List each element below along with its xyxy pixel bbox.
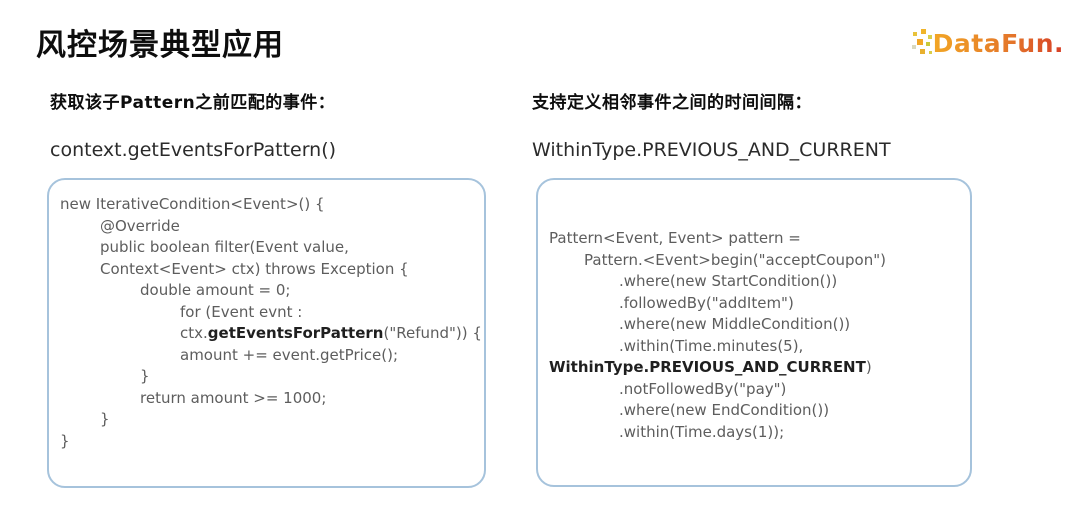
code-line: Pattern<Event, Event> pattern = bbox=[549, 228, 962, 250]
code-line: Pattern.<Event>begin("acceptCoupon") bbox=[549, 250, 962, 272]
code-line: .within(Time.minutes(5), bbox=[549, 336, 962, 358]
code-text: new IterativeCondition<Event>() { bbox=[60, 195, 325, 213]
datafun-logo: DataFun. bbox=[911, 28, 1064, 58]
code-text: .followedBy("addItem") bbox=[619, 293, 794, 312]
code-text: public boolean filter(Event value, bbox=[100, 238, 349, 256]
section-heading-right: 支持定义相邻事件之间的时间间隔： bbox=[532, 93, 812, 113]
code-text: } bbox=[100, 410, 110, 428]
code-text: .within(Time.minutes(5), bbox=[619, 336, 804, 355]
code-line: @Override bbox=[60, 216, 476, 238]
code-text: Pattern<Event, Event> pattern = bbox=[549, 229, 801, 247]
code-line: ctx.getEventsForPattern("Refund")) { bbox=[60, 323, 482, 345]
code-text: .where(new MiddleCondition()) bbox=[619, 315, 851, 333]
logo-pixel-dots-icon bbox=[911, 28, 935, 58]
code-highlight: WithinType.PREVIOUS_AND_CURRENT bbox=[549, 358, 866, 376]
code-line: WithinType.PREVIOUS_AND_CURRENT) bbox=[549, 357, 962, 379]
code-text: amount += event.getPrice(); bbox=[180, 345, 399, 364]
code-line: .where(new StartCondition()) bbox=[549, 271, 962, 293]
code-line: } bbox=[60, 366, 476, 388]
code-text: @Override bbox=[100, 216, 180, 235]
code-line: new IterativeCondition<Event>() { bbox=[60, 194, 476, 216]
code-text: Context<Event> ctx) throws Exception { bbox=[100, 259, 409, 278]
code-line: .followedBy("addItem") bbox=[549, 293, 962, 315]
code-text: return amount >= 1000; bbox=[140, 388, 327, 407]
code-text: .within(Time.days(1)); bbox=[619, 422, 785, 441]
code-text: double amount = 0; bbox=[140, 281, 291, 299]
code-line: public boolean filter(Event value, bbox=[60, 237, 476, 259]
code-text: Pattern.<Event>begin("acceptCoupon") bbox=[584, 250, 886, 269]
code-text: ) bbox=[865, 358, 872, 376]
code-box-left: new IterativeCondition<Event>() { @Overri… bbox=[47, 178, 486, 488]
code-line: amount += event.getPrice(); bbox=[60, 345, 476, 367]
api-label-left: context.getEventsForPattern() bbox=[50, 139, 337, 161]
code-text: } bbox=[60, 431, 70, 450]
code-text: .where(new StartCondition()) bbox=[619, 272, 838, 290]
logo-wordmark: DataFun. bbox=[932, 28, 1064, 58]
code-text: for (Event evnt : bbox=[180, 302, 303, 321]
code-text: } bbox=[140, 367, 150, 385]
code-highlight: getEventsForPattern bbox=[207, 324, 384, 342]
section-heading-left: 获取该子Pattern之前匹配的事件： bbox=[50, 93, 336, 113]
page-title: 风控场景典型应用 bbox=[36, 28, 284, 63]
code-text: .where(new EndCondition()) bbox=[619, 401, 830, 419]
code-line: .where(new MiddleCondition()) bbox=[549, 314, 962, 336]
code-line: .notFollowedBy("pay") bbox=[549, 379, 962, 401]
code-line: for (Event evnt : bbox=[60, 302, 476, 324]
api-label-right: WithinType.PREVIOUS_AND_CURRENT bbox=[532, 139, 891, 161]
code-line: Context<Event> ctx) throws Exception { bbox=[60, 259, 476, 281]
code-line: double amount = 0; bbox=[60, 280, 476, 302]
code-line: return amount >= 1000; bbox=[60, 388, 476, 410]
code-text: .notFollowedBy("pay") bbox=[619, 379, 787, 398]
code-line: .within(Time.days(1)); bbox=[549, 422, 962, 444]
code-box-right: Pattern<Event, Event> pattern = Pattern.<… bbox=[536, 178, 972, 487]
code-line: .where(new EndCondition()) bbox=[549, 400, 962, 422]
code-text: ("Refund")) { bbox=[383, 324, 482, 342]
code-line: } bbox=[60, 409, 476, 431]
code-text: ctx. bbox=[180, 324, 208, 342]
code-line: } bbox=[60, 431, 476, 453]
